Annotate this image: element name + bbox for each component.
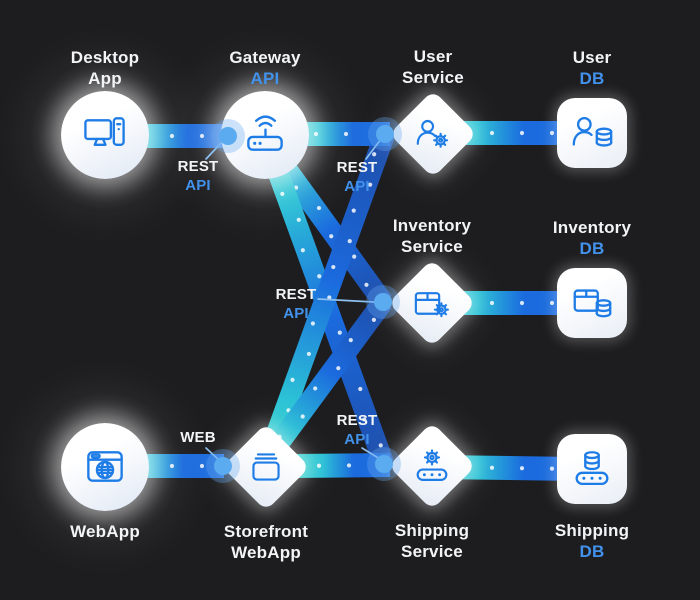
node-body [557,268,627,338]
flow-dot [519,300,525,306]
desktop-icon [84,117,125,146]
connector-dot-rest-api-inventory-service [374,293,392,311]
storefront-icon [252,453,280,481]
flow-dot [280,191,285,196]
flow-dot [347,238,352,244]
connector-dot-rest-api-shipping-service [375,455,393,473]
flow-dot [343,131,349,137]
flow-dot [169,133,175,139]
node-webapp [61,423,149,511]
flow-dot [368,182,373,187]
connector-dot-web-storefront [214,457,232,475]
flow-dot [316,463,322,468]
flow-dot [371,317,377,323]
node-inventory-db [557,268,627,338]
db-pill-icon [575,451,609,486]
gear-pill-icon [416,449,448,481]
flow-dot [489,300,495,306]
flow-dot [336,366,341,371]
user-gear-icon [416,119,449,148]
node-user-db [557,98,627,168]
flow-dot [489,130,495,136]
flow-dot [346,463,352,468]
flow-dot [317,274,322,279]
flow-dot [362,417,367,422]
node-shipping-db [557,434,627,504]
flow-dot [549,466,555,471]
flow-dot [358,386,363,392]
label-pointer-rest-api-shipping-service [361,447,381,460]
node-body [557,98,627,168]
node-shipping-service [388,422,476,510]
flow-dot [290,377,295,382]
node-desktop-app [61,91,149,179]
flow-dot [549,300,555,306]
node-user-service [389,90,477,178]
flow-dot [313,386,318,391]
flow-dot [296,217,301,222]
flow-dot [331,264,336,270]
browser-globe-icon [87,451,123,482]
flow-dot [300,414,305,419]
flow-dot [316,205,322,211]
flow-dot [519,466,525,471]
flow-dot [489,465,495,470]
flow-dot [352,254,357,259]
connector-dot-rest-api-user-service [376,125,394,143]
package-db-icon [573,289,612,318]
flow-dot [351,208,356,213]
flow-dot [372,152,377,157]
node-inventory-service [388,259,476,347]
flow-dot [329,234,334,239]
flow-dot [364,282,369,287]
connection-storefront-webapp-to-user-service [257,130,395,464]
package-gear-icon [414,292,449,318]
flow-dot [199,463,205,469]
router-icon [247,115,283,151]
flow-dot [169,463,175,469]
label-pointer-rest-api-gateway [205,139,225,160]
flow-dot [378,443,383,448]
flow-dot [337,330,342,335]
user-db-icon [572,116,613,147]
node-storefront-webapp [222,423,310,511]
label-pointer-rest-api-user-service [365,138,382,160]
label-pointer-rest-api-inventory-service [317,298,375,303]
node-body [61,91,149,179]
flow-dot [519,130,525,136]
flow-dot [199,133,205,139]
flow-dot [300,248,305,253]
flow-dot [306,351,312,357]
flow-dot [313,131,319,137]
flow-dot [348,338,353,343]
flow-dot [327,295,332,300]
flow-dot [310,321,316,326]
connection-storefront-webapp-to-shipping-service [294,453,391,478]
connector-dot-rest-api-gateway [219,127,237,145]
flow-dot [549,130,555,136]
connection-storefront-webapp-to-inventory-service [259,295,392,465]
